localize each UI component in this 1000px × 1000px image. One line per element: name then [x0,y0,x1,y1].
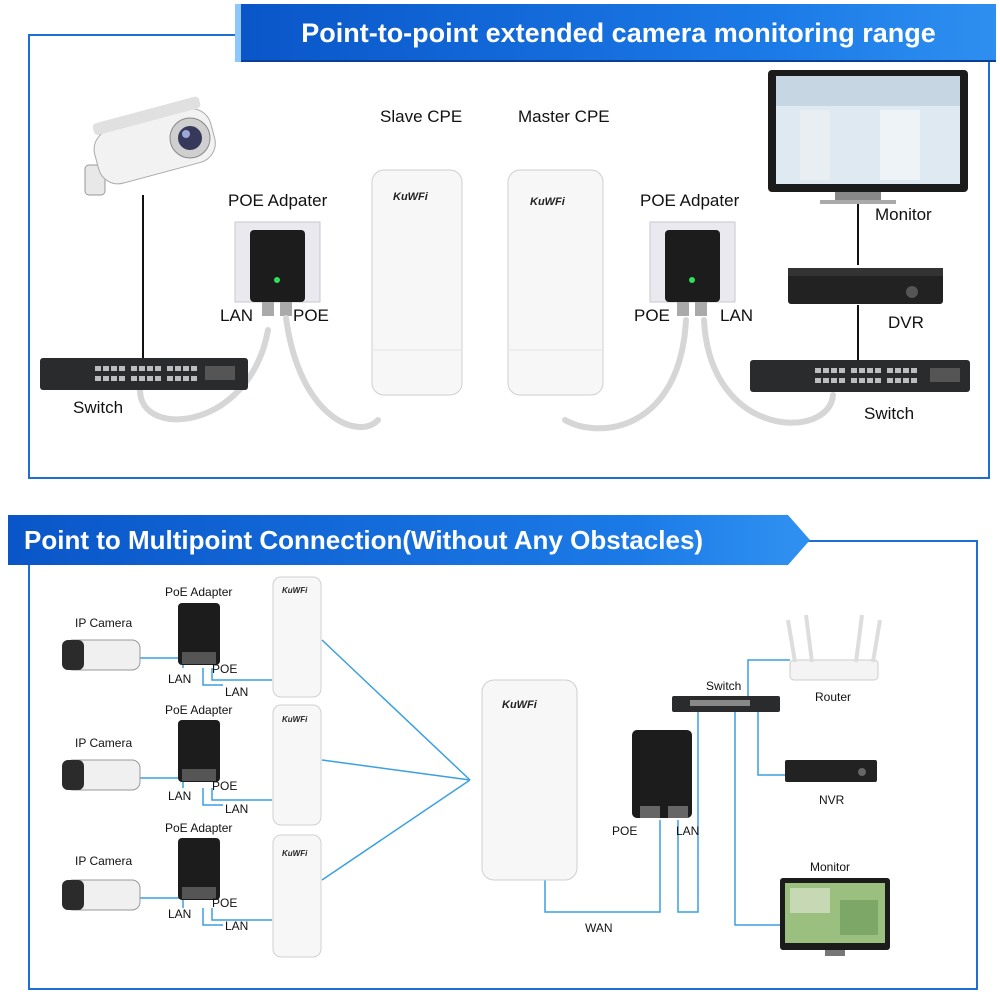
poe-adapter-label: PoE Adapter [165,585,232,599]
poe-label: POE [212,779,237,793]
lan-label: LAN [225,685,248,699]
slave-cpe-icon: KuWFi [372,170,462,395]
switch-left-label: Switch [73,398,123,418]
cctv-camera-icon [85,96,220,195]
master-cpe-icon: KuWFi [508,170,603,395]
poe-label: POE [212,896,237,910]
nvr-label: NVR [819,793,844,807]
ip-camera-label: IP Camera [75,854,132,868]
lan-label: LAN [676,824,699,838]
lan-label: LAN [225,802,248,816]
monitor-top-icon [768,70,968,204]
switch-right-label: Switch [864,404,914,424]
lan-label: LAN [225,919,248,933]
ip-camera-label: IP Camera [75,616,132,630]
poe-adapter-left-label: POE Adpater [228,191,327,211]
poe-adapter-label: PoE Adapter [165,821,232,835]
switch-left-icon [40,358,248,390]
poe-right-label: POE [634,306,670,326]
monitor-label: Monitor [810,860,850,874]
poe-adapter-left-icon [235,222,320,316]
master-cpe-label: Master CPE [518,107,610,127]
svg-text:KuWFi: KuWFi [393,191,429,203]
lan-label: LAN [168,907,191,921]
router-label: Router [815,690,851,704]
lan-left-label: LAN [220,306,253,326]
bottom-panel-title: Point to Multipoint Connection(Without A… [8,515,788,565]
lan-label: LAN [168,789,191,803]
monitor-label: Monitor [875,205,932,225]
poe-adapter-right-icon [650,222,735,316]
poe-label: POE [612,824,637,838]
poe-left-label: POE [293,306,329,326]
ip-camera-label: IP Camera [75,736,132,750]
dvr-icon [788,268,943,304]
poe-label: POE [212,662,237,676]
switch-label: Switch [706,679,741,693]
dvr-label: DVR [888,313,924,333]
switch-right-icon [750,360,970,392]
slave-cpe-label: Slave CPE [380,107,462,127]
wan-label: WAN [585,921,613,935]
poe-adapter-right-label: POE Adpater [640,191,739,211]
poe-adapter-label: PoE Adapter [165,703,232,717]
svg-text:KuWFi: KuWFi [530,196,566,208]
lan-label: LAN [168,672,191,686]
bottom-panel-frame [28,540,978,990]
lan-right-label: LAN [720,306,753,326]
